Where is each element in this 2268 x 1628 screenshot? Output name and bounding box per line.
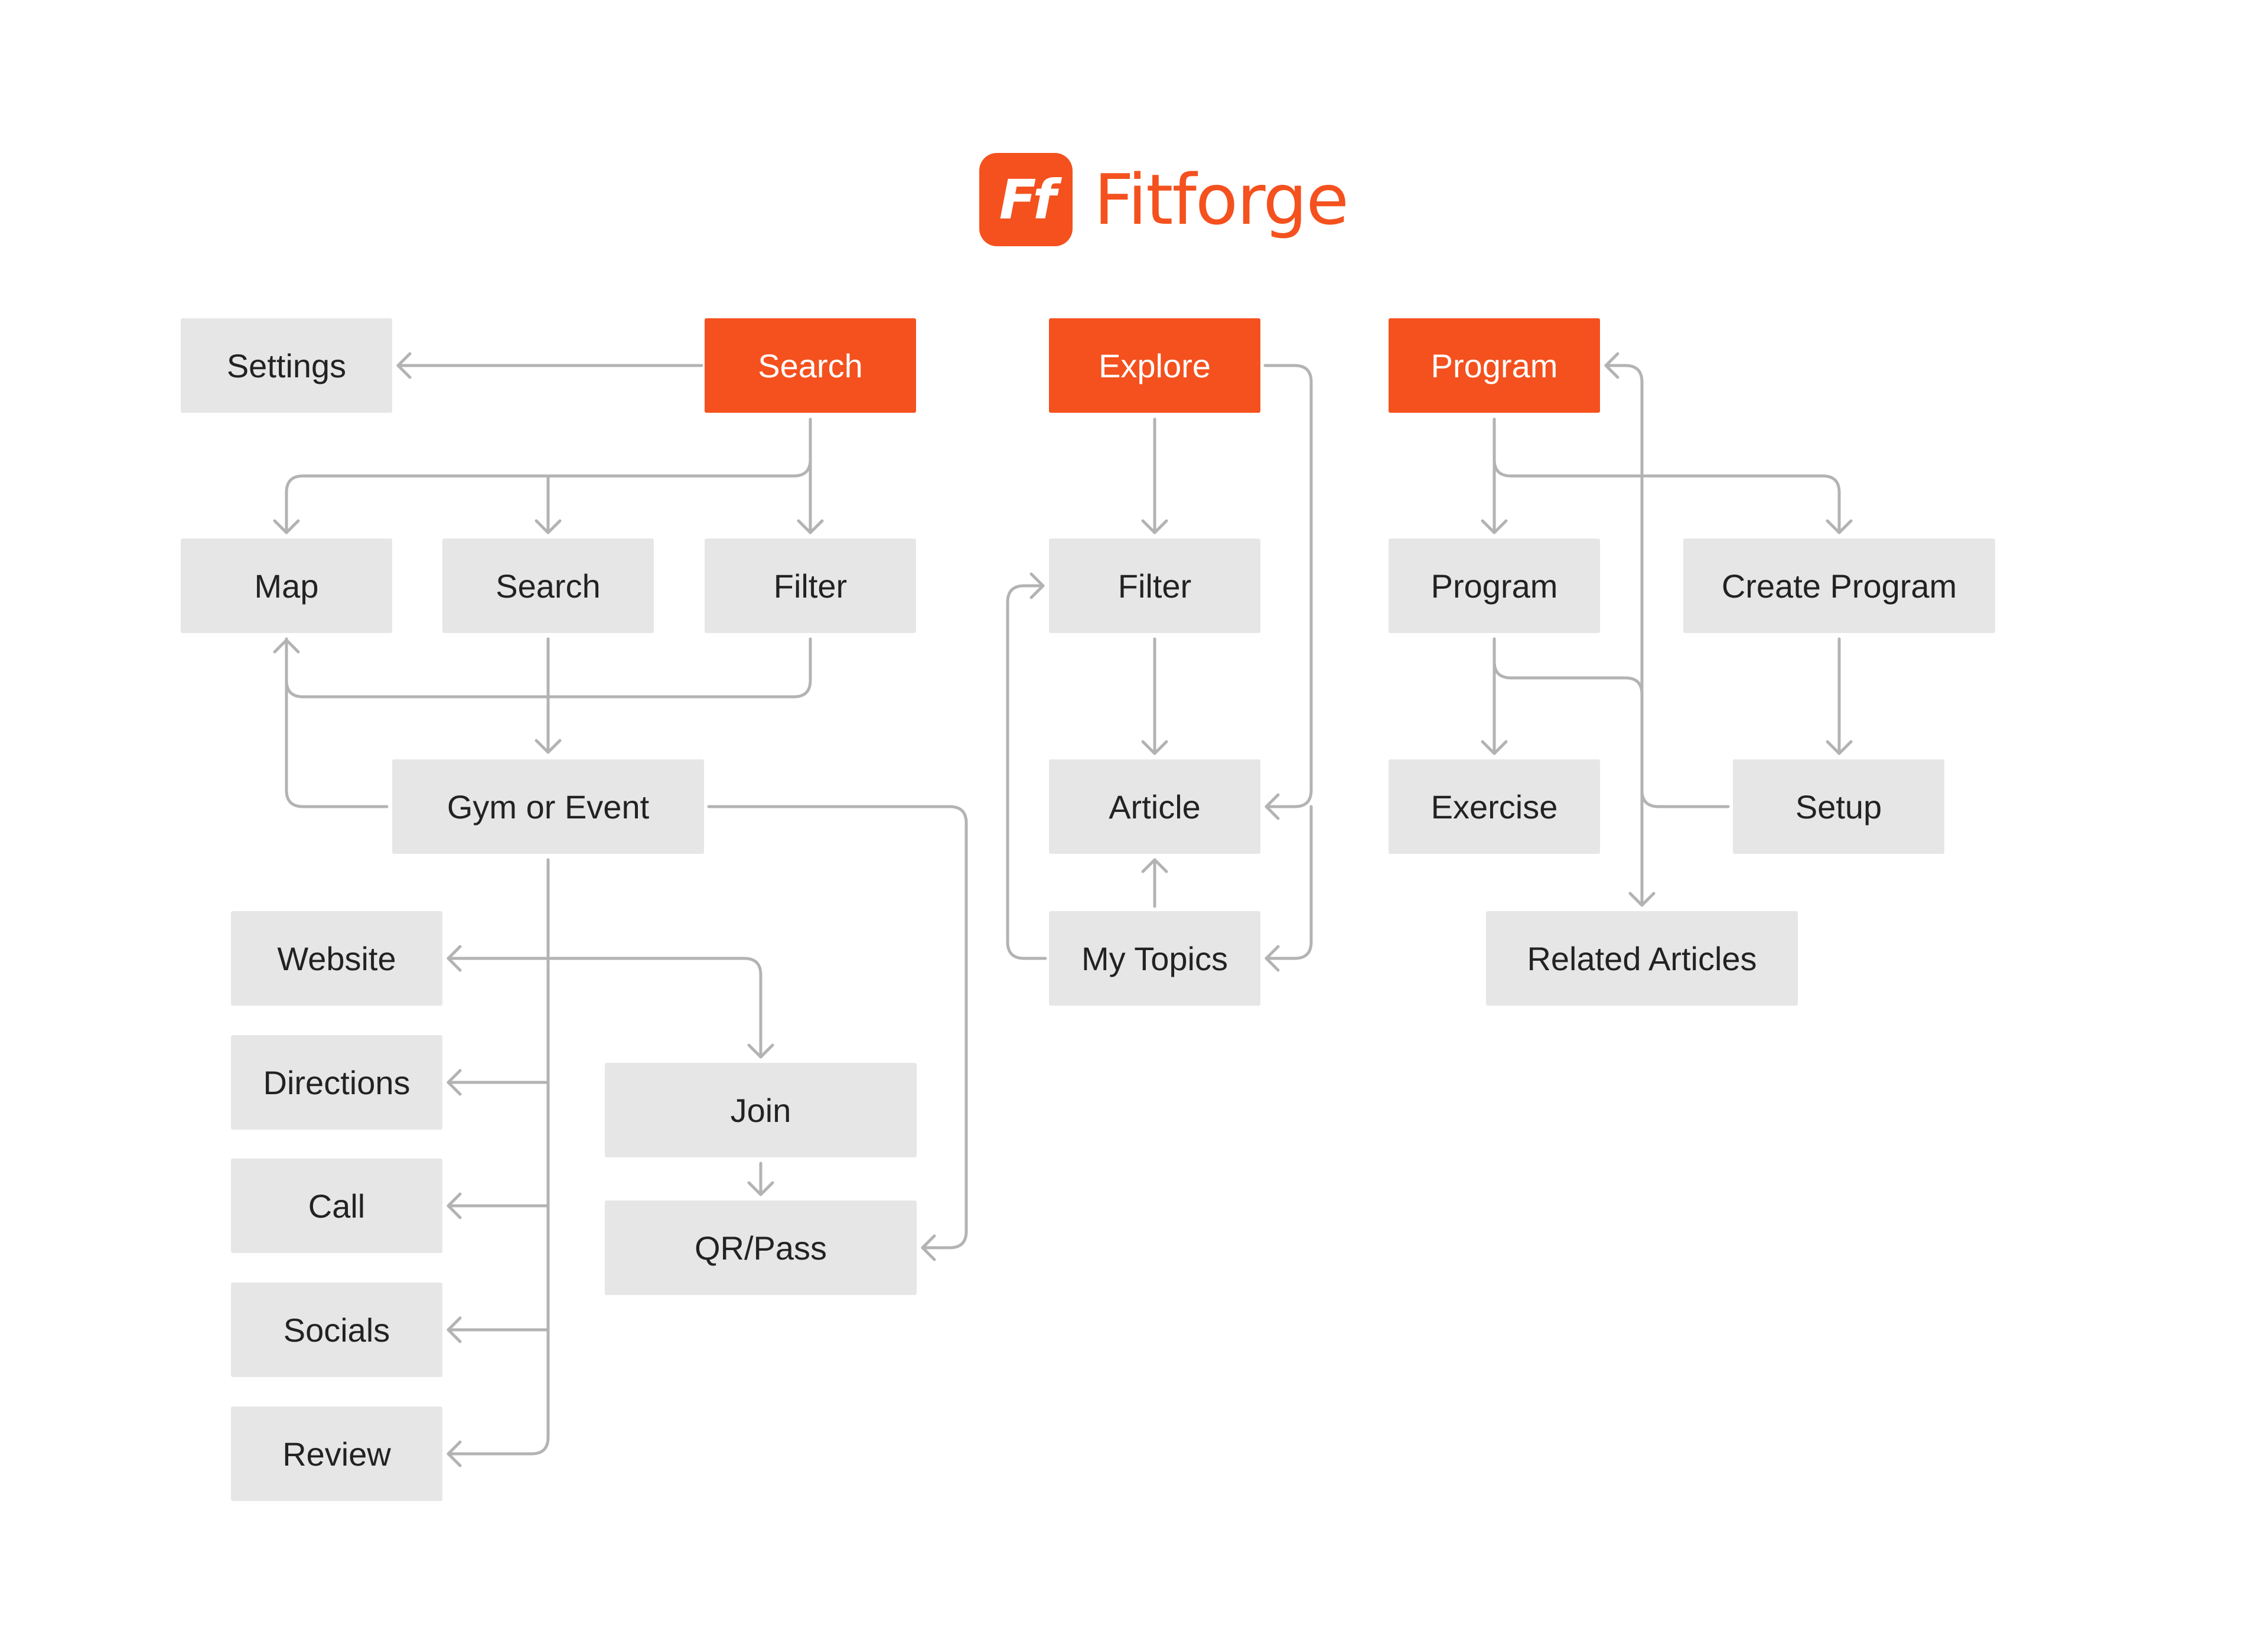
connector-gym-to-socials-arrowhead (447, 1316, 462, 1343)
connector-program-root-to-create-arrowhead (1826, 519, 1853, 534)
connector-gym-to-join (546, 957, 762, 1059)
brand-name: Fitforge (1094, 159, 1349, 240)
connector-gym-to-map (285, 638, 389, 808)
filter-explore-node: Filter (1049, 539, 1260, 633)
connector-setup-to-program-root-arrowhead (1604, 352, 1619, 379)
connector-gym-to-qr-pass-arrowhead (921, 1234, 936, 1261)
program-root-node: Program (1389, 318, 1600, 413)
search-root-node: Search (705, 318, 916, 413)
connector-gym-to-join-arrowhead (747, 1043, 774, 1059)
connector-program-to-related-articles-arrowhead (1628, 892, 1656, 907)
connector-search-to-map-arrowhead (273, 519, 300, 534)
search-node: Search (442, 539, 654, 633)
setup-node: Setup (1733, 759, 1944, 854)
connector-gym-to-call-arrowhead (447, 1192, 462, 1219)
connector-program-root-to-create (1493, 417, 1841, 534)
connector-filter-to-article-arrowhead (1141, 740, 1168, 755)
socials-node: Socials (231, 1283, 442, 1377)
related-articles-node: Related Articles (1486, 911, 1798, 1006)
connector-explore-to-filter-arrowhead (1141, 519, 1168, 534)
connector-program-root-to-program-arrowhead (1481, 519, 1508, 534)
connector-gym-to-directions-arrowhead (447, 1069, 462, 1096)
fitforge-logo-icon: Ff (979, 153, 1073, 246)
settings-node: Settings (181, 318, 392, 413)
connector-gym-to-review (447, 858, 550, 1456)
article-node: Article (1049, 759, 1260, 854)
connector-gym-to-qr-pass (707, 805, 968, 1249)
gym-or-event-node: Gym or Event (392, 759, 704, 854)
connector-my-topics-to-article-arrowhead (1141, 858, 1168, 873)
map-node: Map (181, 539, 392, 633)
program-node: Program (1389, 539, 1600, 633)
brand-logo: Ff Fitforge (979, 152, 1349, 247)
connector-to-gym-or-event-arrowhead (535, 739, 562, 754)
connector-program-to-exercise-arrowhead (1481, 740, 1508, 755)
connector-search-to-search-arrowhead (535, 519, 562, 534)
connector-search-to-filter-arrowhead (797, 519, 824, 534)
filter-search-node: Filter (705, 539, 916, 633)
connector-join-to-qr-pass-arrowhead (747, 1181, 774, 1196)
connector-gym-to-website-arrowhead (447, 945, 462, 972)
connector-my-topics-to-filter (1006, 584, 1047, 960)
connector-setup-to-program-root (1604, 364, 1730, 808)
qr-pass-node: QR/Pass (605, 1200, 917, 1295)
call-node: Call (231, 1159, 442, 1253)
connector-my-topics-to-filter-arrowhead (1029, 572, 1045, 599)
connector-explore-to-my-topics-arrowhead (1265, 945, 1280, 972)
connector-gym-to-map-arrowhead (273, 638, 300, 654)
connector-explore-to-article (1263, 364, 1313, 808)
exercise-node: Exercise (1389, 759, 1600, 854)
connector-gym-to-review-arrowhead (447, 1440, 462, 1467)
connector-explore-to-article-arrowhead (1265, 793, 1280, 820)
connector-create-to-setup-arrowhead (1826, 740, 1853, 755)
connector-explore-to-my-topics (1265, 805, 1313, 960)
explore-root-node: Explore (1049, 318, 1260, 413)
website-node: Website (231, 911, 442, 1006)
review-node: Review (231, 1407, 442, 1501)
join-node: Join (605, 1063, 917, 1157)
connector-search-to-settings-arrowhead (396, 352, 412, 379)
directions-node: Directions (231, 1035, 442, 1130)
my-topics-node: My Topics (1049, 911, 1260, 1006)
create-program-node: Create Program (1683, 539, 1995, 633)
